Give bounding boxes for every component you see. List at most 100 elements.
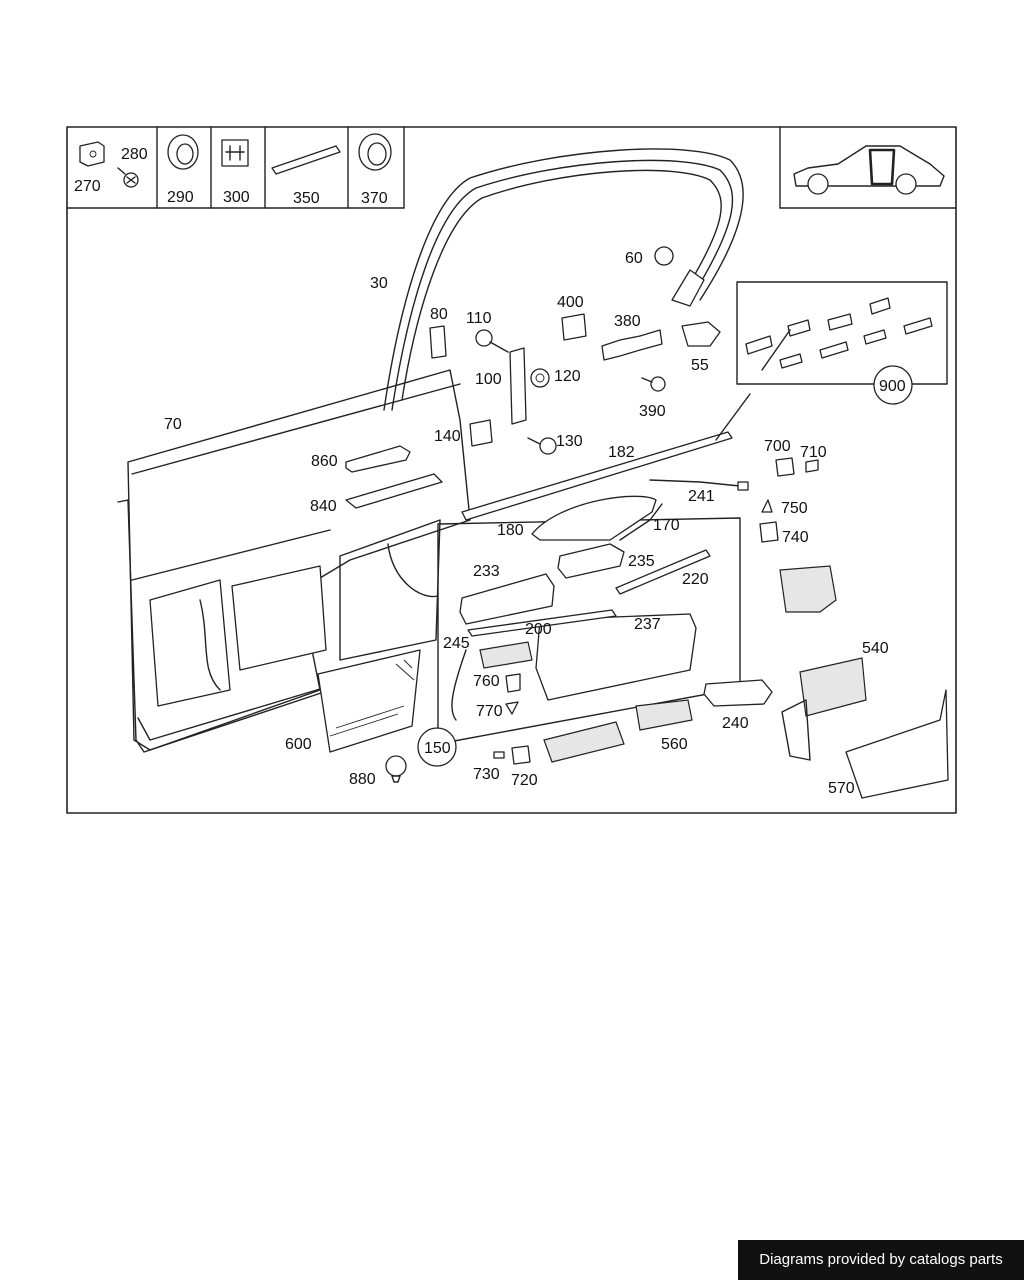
label-237: 237 (634, 616, 661, 633)
label-900: 900 (879, 378, 906, 395)
label-200: 200 (525, 621, 552, 638)
label-740: 740 (782, 529, 809, 546)
cap-760 (505, 673, 521, 693)
handle-860 (345, 445, 411, 473)
window-frame-30 (383, 148, 744, 411)
label-180: 180 (497, 522, 524, 539)
cable-end-241 (737, 481, 749, 491)
clip-300 (221, 139, 249, 167)
switch-block-740 (779, 565, 837, 613)
pocket-237 (535, 613, 697, 701)
clip-140 (469, 419, 493, 447)
bracket-380 (601, 329, 663, 361)
label-300: 300 (223, 189, 250, 206)
small-parts-strip (66, 126, 405, 209)
cap-770 (505, 701, 519, 715)
clip-400 (561, 313, 587, 341)
label-70: 70 (164, 416, 182, 433)
pad-235 (557, 543, 625, 579)
label-860: 860 (311, 453, 338, 470)
lamp-240 (703, 679, 773, 707)
label-390: 390 (639, 403, 666, 420)
switch-560 (635, 699, 693, 731)
label-150: 150 (424, 740, 451, 757)
label-170: 170 (653, 517, 680, 534)
switch-720 (511, 745, 531, 765)
label-570: 570 (828, 780, 855, 797)
label-880: 880 (349, 771, 376, 788)
cable-241 (649, 479, 741, 487)
cable-245 (451, 649, 467, 721)
label-750: 750 (781, 500, 808, 517)
housing-540 (799, 657, 867, 717)
trim-panel (339, 519, 441, 661)
cap-750 (761, 499, 773, 513)
label-233: 233 (473, 563, 500, 580)
pin-710 (805, 459, 819, 473)
strip-220 (615, 549, 711, 595)
bolt-110 (475, 329, 509, 353)
switch-740 (759, 521, 779, 543)
label-240: 240 (722, 715, 749, 732)
label-600: 600 (285, 736, 312, 753)
label-182: 182 (608, 444, 635, 461)
handle-180 (531, 495, 657, 541)
grommet-290 (167, 134, 199, 170)
label-140: 140 (434, 428, 461, 445)
callout-circle-150 (417, 727, 457, 767)
plug-60 (654, 246, 674, 266)
label-400: 400 (557, 294, 584, 311)
label-270: 270 (74, 178, 101, 195)
strip-182 (461, 431, 733, 521)
switch-block-720 (543, 721, 625, 763)
label-130: 130 (556, 433, 583, 450)
inset-900 (715, 281, 948, 441)
label-120: 120 (554, 368, 581, 385)
label-55: 55 (691, 357, 709, 374)
bracket-100 (509, 347, 527, 425)
label-241: 241 (688, 488, 715, 505)
diagram-frame (66, 126, 957, 814)
net-pocket-600 (317, 649, 421, 753)
grommet-370 (358, 133, 392, 171)
strip-200 (467, 609, 617, 637)
nut-120 (530, 368, 550, 388)
armrest-233 (459, 573, 555, 625)
label-560: 560 (661, 736, 688, 753)
car-locator (779, 126, 957, 209)
panel-570 (845, 689, 949, 799)
pin-730 (493, 751, 505, 759)
label-220: 220 (682, 571, 709, 588)
label-370: 370 (361, 190, 388, 207)
label-235: 235 (628, 553, 655, 570)
sleeve-80 (429, 325, 447, 359)
label-290: 290 (167, 189, 194, 206)
net-mesh (329, 659, 415, 737)
label-280: 280 (121, 146, 148, 163)
button-880 (385, 755, 407, 783)
label-840: 840 (310, 498, 337, 515)
label-770: 770 (476, 703, 503, 720)
screw-130 (527, 437, 557, 455)
label-245: 245 (443, 635, 470, 652)
switch-700 (775, 457, 795, 477)
callout-circle-900 (873, 365, 913, 405)
handle-840 (345, 473, 443, 509)
screw-280 (117, 167, 139, 188)
credit-banner: Diagrams provided by catalogs parts (738, 1240, 1024, 1280)
label-30: 30 (370, 275, 388, 292)
label-350: 350 (293, 190, 320, 207)
clip-270 (79, 141, 105, 167)
cap-55 (681, 321, 721, 347)
screw-390 (641, 376, 666, 392)
label-760: 760 (473, 673, 500, 690)
switch-760 (479, 641, 533, 669)
label-710: 710 (800, 444, 827, 461)
lever-170 (619, 503, 663, 541)
rod-350 (271, 145, 341, 175)
label-720: 720 (511, 772, 538, 789)
label-540: 540 (862, 640, 889, 657)
label-100: 100 (475, 371, 502, 388)
label-380: 380 (614, 313, 641, 330)
